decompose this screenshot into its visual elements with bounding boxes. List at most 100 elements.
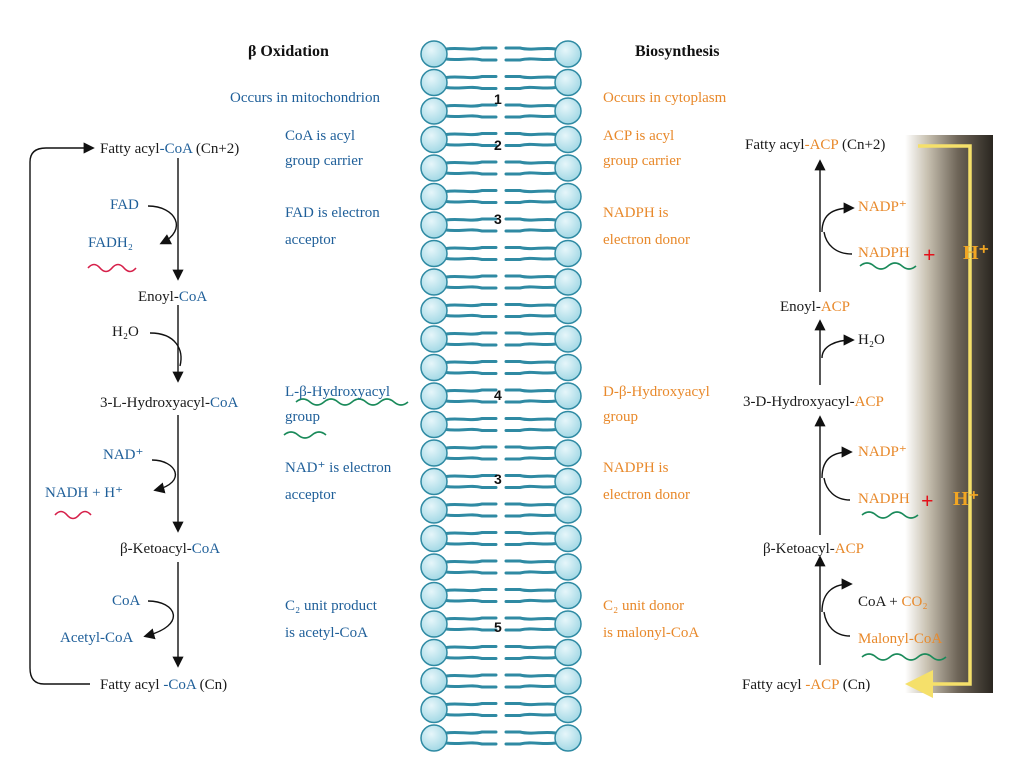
right-coa-co2: CoA + CO₂ [858,594,928,610]
lipid-head [554,97,582,125]
lipid-tail [504,559,558,564]
lipid-tail [444,303,498,308]
lipid-head [554,667,582,695]
lipid-tail [444,285,498,290]
left-acceptor1-line1: FAD is electron [285,205,380,221]
plus-sign: + [923,242,936,267]
lipid-tail [504,645,558,650]
left-carrier-line2: group carrier [285,153,363,169]
lipid-head [554,211,582,239]
beta-oxidation-header: β Oxidation [248,43,329,60]
left-product-line2: is acetyl-CoA [285,625,368,641]
right-donor1-line1: NADPH is [603,205,669,221]
lipid-head [420,439,448,467]
right-node-fatty-acyl-acp-n: Fatty acyl -ACP (Cn) [742,677,871,693]
lipid-tail [444,559,498,564]
wavy-underline-fadh2 [87,263,137,273]
lipid-head [420,68,448,97]
left-acceptor1-line2: acceptor [285,232,336,248]
right-pathway-arrows [814,159,855,665]
step-number: 4 [494,387,502,403]
right-node-fatty-acyl-acp-n2: Fatty acyl-ACP (Cn+2) [745,137,886,153]
right-donor1-line2: electron donor [603,232,691,248]
lipid-tail [504,331,558,336]
lipid-tail [444,342,498,347]
lipid-tail [444,645,498,650]
lipid-tail [504,256,558,261]
lipid-tail [504,531,558,536]
lipid-tail [504,702,558,707]
lipid-tail [444,399,498,404]
lipid-tail [504,513,558,518]
lipid-head [420,524,448,553]
lipid-tail [444,712,498,717]
lipid-tail [504,616,558,621]
lipid-tail [504,189,558,194]
left-fad: FAD [110,197,139,213]
lipid-head [420,467,448,496]
lipid-head [420,581,448,610]
lipid-head [554,382,582,410]
lipid-head [420,125,448,154]
lipid-tail [504,627,558,632]
left-node-ketoacyl-coa: β-Ketoacyl-CoA [120,541,221,557]
lipid-tail [504,57,558,62]
lipid-tail [504,712,558,717]
lipid-head [420,410,448,439]
lipid-head [554,353,582,382]
left-intermediate-line2: group [285,409,320,425]
lipid-tail [444,246,498,251]
lipid-head [554,638,582,667]
right-intermediate-line2: group [603,409,638,425]
right-h2o: H₂O [858,332,885,348]
left-nad: NAD⁺ [103,447,144,463]
lipid-head [420,97,448,125]
lipid-tail [504,303,558,308]
lipid-head [554,410,582,439]
lipid-tail [504,342,558,347]
lipid-head [554,125,582,154]
wavy-underline-nadph1 [859,262,917,270]
wavy-underline-malonyl [861,653,947,661]
left-node-fatty-acyl-coa-n2: Fatty acyl-CoA (Cn+2) [100,141,240,157]
lipid-tail [504,171,558,176]
lipid-tail [504,388,558,393]
lipid-head [554,496,582,524]
lipid-tail [504,217,558,222]
lipid-head [420,353,448,382]
wavy-underline-group [283,431,327,439]
lipid-tail [444,217,498,222]
step-number: 2 [494,137,502,153]
right-node-hydroxyacyl-acp: 3-D-Hydroxyacyl-ACP [743,394,884,410]
right-nadp-plus-2: NADP⁺ [858,444,907,460]
lipid-tail [444,132,498,137]
h-plus-label: H⁺ [963,242,990,264]
lipid-tail [444,456,498,461]
lipid-tail [504,502,558,507]
lipid-tail [444,388,498,393]
left-acceptor2-line2: acceptor [285,487,336,503]
lipid-tail [504,598,558,603]
right-nadp-plus-1: NADP⁺ [858,199,907,215]
left-h2o: H₂O [112,324,139,340]
lipid-tail [444,541,498,546]
left-pathway-arrows [29,142,184,685]
lipid-head [554,553,582,581]
lipid-head [554,581,582,610]
step-number: 3 [494,211,502,227]
lipid-tail [504,142,558,147]
lipid-tail [504,313,558,318]
right-product-line1: C₂ unit donor [603,598,685,614]
lipid-tail [504,114,558,119]
lipid-head [420,553,448,581]
lipid-tail [504,588,558,593]
wavy-underline-nadh [54,510,92,520]
right-intermediate-line1: D-β-Hydroxyacyl [603,384,710,400]
lipid-head [554,724,582,752]
lipid-head [554,154,582,182]
lipid-head [420,638,448,667]
lipid-head [554,439,582,467]
left-product-line1: C₂ unit product [285,598,377,614]
lipid-tail [444,702,498,707]
